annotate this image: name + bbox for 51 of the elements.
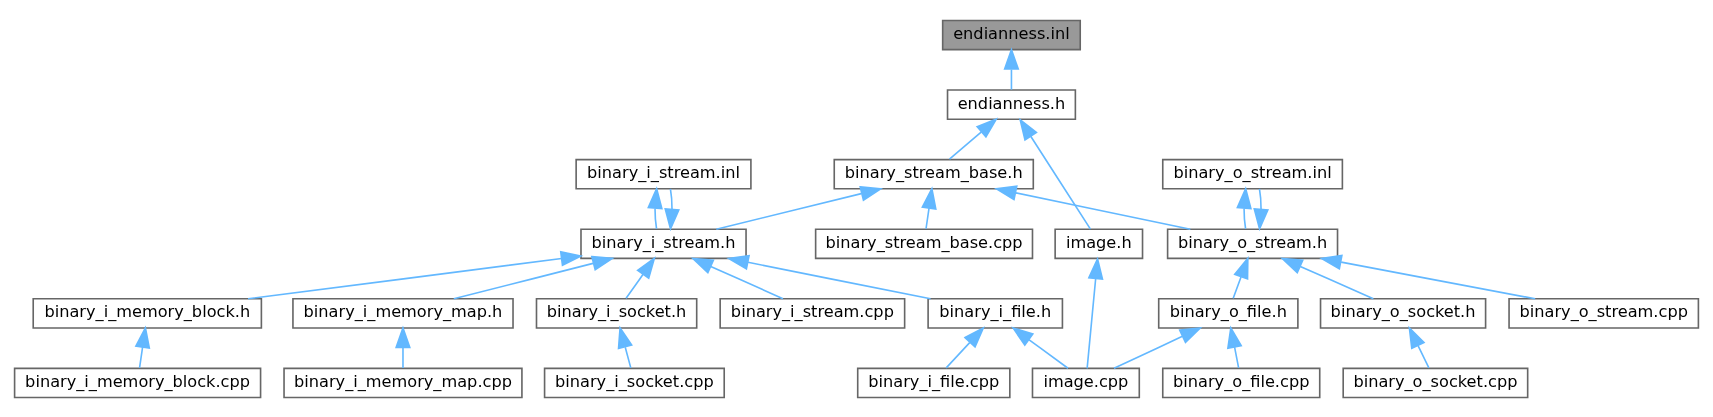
arrow [715,185,884,230]
node-box: binary_i_file.h [927,297,1064,329]
arrow [1011,326,1069,369]
arrow [134,325,151,369]
node-box: binary_i_memory_map.cpp [283,367,523,398]
arrow [921,185,937,230]
arrow [1226,325,1243,369]
arrow [395,325,411,369]
arrow [945,325,985,369]
arrow [1408,325,1430,369]
arrow [1319,253,1536,300]
arrow [617,325,633,369]
node-box: binary_stream_base.cpp [814,227,1034,259]
node-box: image.cpp [1031,367,1141,398]
node-box: binary_o_stream.inl [1161,158,1344,190]
node-box: binary_i_stream.cpp [719,297,906,329]
arrow [993,184,1192,230]
arrow [1253,187,1270,231]
node-box: binary_o_socket.cpp [1342,367,1529,398]
arrow [1113,326,1203,369]
arrow [1280,257,1375,299]
node-box: binary_i_memory_map.h [292,297,514,329]
node-box: endianness.inl [941,19,1082,50]
node-box: binary_o_file.cpp [1161,367,1321,398]
arrow [1003,46,1020,90]
node-box: binary_stream_base.h [833,158,1035,190]
arrow [647,185,663,230]
node-box: binary_i_stream.h [580,227,747,259]
arrow [1232,255,1249,299]
node-box: endianness.h [946,88,1077,120]
node-box: binary_i_memory_block.h [32,297,263,329]
arrow [726,254,932,300]
arrow [690,257,784,299]
node-box: binary_i_stream.inl [575,158,752,190]
arrow [625,255,656,299]
node-box: binary_o_file.h [1157,297,1299,329]
arrow [664,187,680,231]
arrow [453,255,615,300]
arrow [1086,256,1104,369]
node-box: binary_i_file.cpp [856,367,1011,398]
node-box: binary_o_stream.h [1166,227,1339,259]
arrow [948,117,999,160]
node-box: binary_i_memory_block.cpp [13,367,262,398]
arrow [1018,117,1092,230]
node-box: binary_o_stream.cpp [1508,297,1700,329]
arrow [1236,185,1252,230]
node-box: binary_o_socket.h [1319,297,1487,329]
node-box: binary_i_socket.cpp [543,367,725,398]
node-box: binary_i_socket.h [535,297,698,329]
node-box: image.h [1054,227,1144,259]
arrow [247,250,584,300]
